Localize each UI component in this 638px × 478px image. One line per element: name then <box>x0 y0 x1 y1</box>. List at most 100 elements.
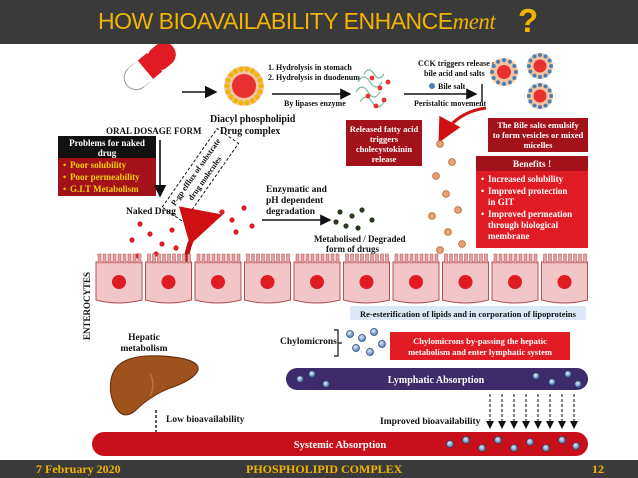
released-fatty-line-2: triggers <box>370 134 399 144</box>
microvillus <box>132 253 137 264</box>
micelle-bile-dot <box>502 58 506 63</box>
microvillus <box>320 253 325 264</box>
cell-nucleus <box>557 275 572 289</box>
degraded-dot <box>333 219 339 225</box>
complex-dot <box>224 83 230 89</box>
micelle-bile-dot <box>532 73 537 78</box>
hepatic-line-1: Hepatic <box>128 333 160 343</box>
complex-dot <box>249 68 256 74</box>
microvillus <box>553 253 557 264</box>
capsule-icon <box>123 44 176 91</box>
chylomicrons-bracket <box>334 329 342 357</box>
lymphatic-band <box>286 368 588 390</box>
lymph-particle <box>322 380 330 388</box>
drug-dot <box>233 229 239 235</box>
complex-dot <box>238 66 244 72</box>
vesicle-dot <box>432 172 440 180</box>
vesicle-dot <box>454 206 462 214</box>
degraded-dot <box>343 223 349 229</box>
microvillus <box>484 253 488 264</box>
microvillus <box>330 253 335 264</box>
lymph-particle <box>564 370 572 378</box>
micelle-bile-dot <box>507 80 512 85</box>
microvillus <box>548 253 552 264</box>
micelle-bile-dot <box>547 99 552 104</box>
enterocyte-cells <box>95 253 588 304</box>
microvillus <box>251 253 255 264</box>
microvillus <box>177 253 181 264</box>
cell-nucleus <box>458 275 473 289</box>
released-fatty-line-1: Released fatty acid <box>350 124 419 134</box>
microvillus <box>127 253 132 264</box>
micelle-bile-dot <box>532 54 537 59</box>
vesicle-dot <box>428 212 436 220</box>
phospholipid-complex-icon <box>224 66 264 106</box>
systemic-particle <box>478 444 486 452</box>
vesicle-dot <box>442 190 450 198</box>
systemic-label: Systemic Absorption <box>294 440 387 451</box>
complex-dot <box>225 89 231 95</box>
complex-dot <box>258 83 264 89</box>
microvillus <box>261 253 265 264</box>
micelle-bile-dot <box>547 88 552 93</box>
microvillus <box>310 253 315 264</box>
systemic-particle <box>558 436 566 444</box>
micelle-bile-dot <box>547 58 552 63</box>
complex-dot <box>228 94 234 100</box>
bile-salt-legend-icon <box>429 83 435 89</box>
micelle-bile-dot <box>528 88 533 93</box>
micelle-bile-dot <box>549 64 554 68</box>
microvillus <box>211 253 216 264</box>
fatty-acid-cluster-icon <box>355 69 385 108</box>
microvillus <box>429 253 434 264</box>
drug-dot <box>137 221 143 227</box>
chylo-bypass-box <box>390 332 570 360</box>
micelle-bile-dot <box>512 75 517 80</box>
systemic-particle <box>462 436 470 444</box>
drug-dot <box>219 209 225 215</box>
lymph-particle <box>548 378 556 386</box>
metabolised-line-1: Metabolised / Degraded <box>314 234 406 244</box>
micelle-core <box>497 65 511 79</box>
benefits-box <box>476 156 588 248</box>
lymph-dots <box>296 370 582 388</box>
micelle-bile-dot <box>532 103 537 108</box>
benefit-item-4: Improved permeation <box>488 209 572 219</box>
micelle-bile-dot <box>532 84 537 89</box>
microvillus <box>563 253 567 264</box>
micelle-bile-dot <box>507 59 512 64</box>
microvillus <box>137 253 142 264</box>
vesicle-dot <box>436 246 444 254</box>
chylomicron <box>366 348 374 356</box>
chylomicron <box>352 344 360 352</box>
chylomicron <box>378 340 386 348</box>
footer-page: 12 <box>592 462 604 476</box>
drug-dot <box>169 227 175 233</box>
reesterification-bar <box>350 306 586 320</box>
bile-salt-label: Bile salt <box>438 82 466 91</box>
microvillus <box>187 253 191 264</box>
microvillus <box>394 253 399 264</box>
problem-bullet-1: • <box>63 160 66 170</box>
cck-label-2: bile acid and salts <box>424 69 485 78</box>
vesicle-dot <box>458 240 466 248</box>
improved-bioavailability-label: Improved bioavailability <box>380 417 481 427</box>
benefit-item-2: Improved protection <box>488 186 567 196</box>
benefit-bullet-3: • <box>481 209 484 219</box>
problem-item-2: Poor permeability <box>70 172 140 182</box>
micelle-bile-dot <box>512 64 517 69</box>
microvillus <box>434 253 439 264</box>
micelle-bile-dot <box>526 64 531 68</box>
complex-dot <box>257 89 263 95</box>
cell-nucleus <box>310 275 324 289</box>
microvillus <box>409 253 414 264</box>
complex-dot <box>232 68 239 74</box>
microvillus <box>513 253 518 264</box>
enzymatic-line-1: Enzymatic and <box>266 185 328 195</box>
microvillus <box>300 253 305 264</box>
micelle-bile-dot <box>543 84 548 89</box>
question-mark: ? <box>518 2 539 39</box>
hydrolysis-step-1: 1. Hydrolysis in stomach <box>268 63 352 72</box>
microvillus <box>479 253 483 264</box>
microvillus <box>206 253 211 264</box>
